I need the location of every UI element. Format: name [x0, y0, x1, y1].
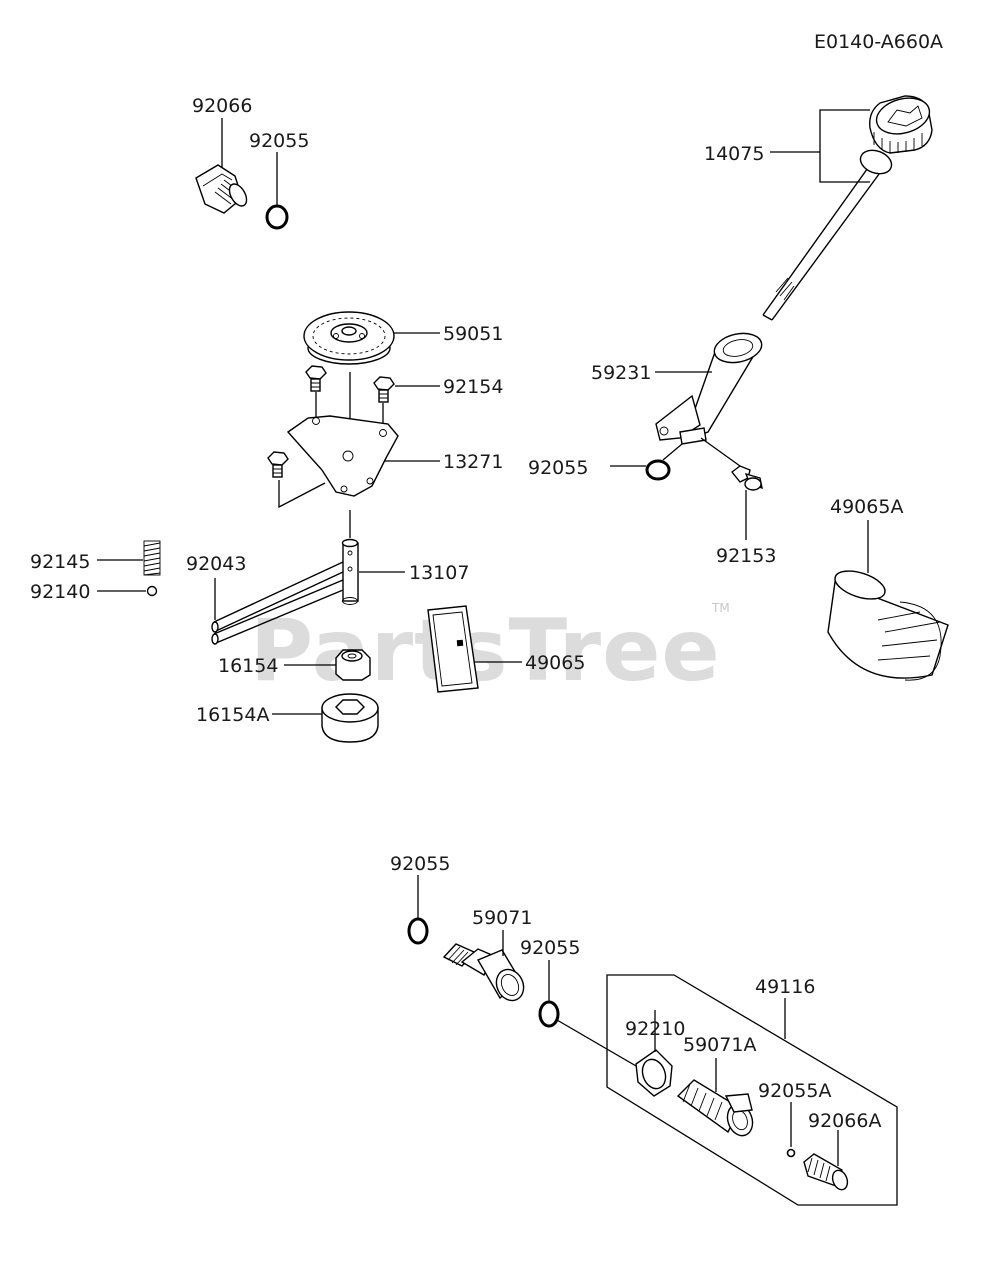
part-92210-nut[interactable] — [635, 1049, 673, 1097]
label-92210: 92210 — [625, 1018, 685, 1040]
part-92154-bolt-left[interactable] — [305, 365, 327, 392]
label-59051: 59051 — [443, 323, 503, 345]
label-14075: 14075 — [704, 143, 764, 165]
axis-92055-mid — [662, 443, 683, 461]
label-49065: 49065 — [525, 652, 585, 674]
part-92145-spring[interactable] — [143, 540, 161, 576]
label-92066A: 92066A — [808, 1110, 881, 1132]
part-92043-pins[interactable] — [211, 561, 344, 645]
label-92140: 92140 — [30, 581, 90, 603]
label-59071A: 59071A — [683, 1034, 756, 1056]
part-92153-bolt[interactable] — [731, 465, 763, 491]
label-92055-bot2: 92055 — [520, 937, 580, 959]
label-92055-top: 92055 — [249, 130, 309, 152]
part-59071A-fitting[interactable] — [676, 1079, 757, 1139]
part-59231-filler-tube[interactable] — [655, 329, 764, 445]
part-13271-plate[interactable] — [286, 415, 399, 497]
part-59071-fitting[interactable] — [442, 943, 529, 1005]
label-92043: 92043 — [186, 553, 246, 575]
label-13107: 13107 — [409, 562, 469, 584]
label-92153: 92153 — [716, 545, 776, 567]
axis-59231-bolt — [700, 437, 741, 467]
part-16154A-outer-rotor[interactable] — [321, 693, 379, 743]
part-59051-gear[interactable] — [303, 311, 395, 365]
part-13271-bolt[interactable] — [267, 451, 289, 478]
label-92066: 92066 — [192, 95, 252, 117]
kit-box-49116 — [606, 974, 898, 1206]
diagram-code: E0140-A660A — [814, 31, 943, 53]
part-92055A-oring[interactable] — [786, 1148, 796, 1158]
part-92154-bolt-right[interactable] — [373, 376, 395, 403]
label-92154: 92154 — [443, 376, 503, 398]
part-92140-ball[interactable] — [146, 585, 158, 597]
part-92055-oring-bot1[interactable] — [407, 917, 429, 945]
label-92055A: 92055A — [758, 1080, 831, 1102]
part-49065-screen[interactable] — [427, 605, 479, 693]
part-49065A-oil-filter[interactable] — [827, 566, 949, 681]
part-92066A-plug[interactable] — [803, 1153, 850, 1192]
part-92055-oring-bot2[interactable] — [538, 1000, 560, 1028]
label-92145: 92145 — [30, 551, 90, 573]
label-92055-mid: 92055 — [528, 457, 588, 479]
trademark: TM — [711, 601, 730, 615]
label-49065A: 49065A — [830, 496, 903, 518]
label-92055-bot1: 92055 — [390, 853, 450, 875]
label-16154A: 16154A — [196, 704, 269, 726]
watermark: PartsTree — [250, 601, 721, 701]
label-13271: 13271 — [443, 451, 503, 473]
part-92066-drain-plug[interactable] — [195, 164, 250, 214]
part-92055-oring-mid[interactable] — [645, 459, 671, 481]
part-16154-inner-rotor[interactable] — [335, 649, 371, 681]
bracket-13271-bolt — [278, 480, 326, 509]
label-49116: 49116 — [755, 976, 815, 998]
label-16154: 16154 — [218, 655, 278, 677]
bracket-14075 — [819, 109, 870, 183]
axis-92055-bot2 — [556, 1019, 637, 1067]
label-59071: 59071 — [472, 907, 532, 929]
part-92055-oring-top[interactable] — [265, 204, 289, 230]
part-14075-dipstick[interactable] — [762, 93, 933, 321]
label-59231: 59231 — [591, 362, 651, 384]
part-13107-shaft[interactable] — [341, 538, 359, 605]
